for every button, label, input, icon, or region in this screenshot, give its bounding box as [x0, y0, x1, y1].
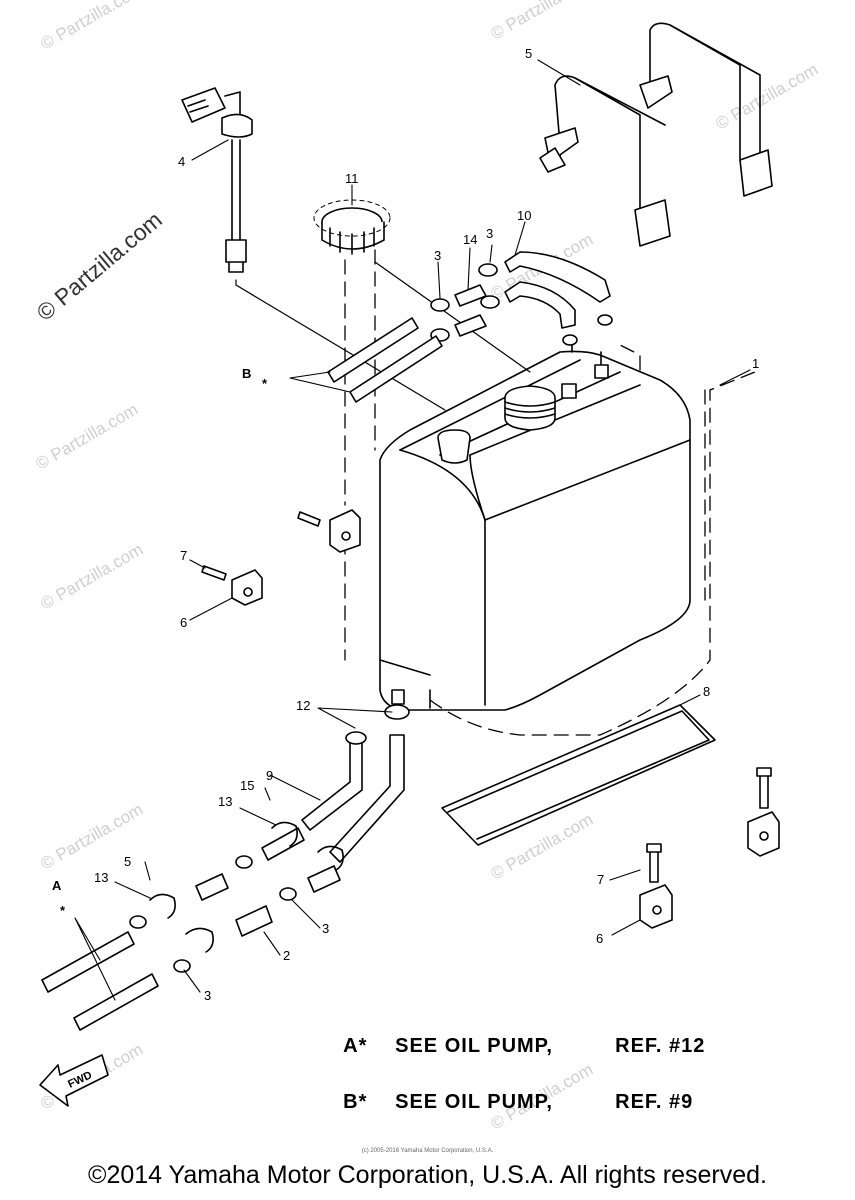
callout-6: 6 — [180, 615, 187, 630]
callout-1: 1 — [752, 356, 759, 371]
callout-2: 2 — [283, 948, 290, 963]
bracket-6-left — [201, 565, 263, 606]
b-pipes — [327, 317, 443, 403]
oil-level-gauge — [181, 87, 253, 273]
watermark-faded: © Partzilla.com — [38, 540, 147, 614]
lower-clips — [129, 821, 344, 973]
tank-mat — [441, 704, 716, 846]
callout-10: 10 — [517, 208, 531, 223]
callout-8: 8 — [703, 684, 710, 699]
callout-a: A — [52, 878, 62, 893]
note-a: A* SEE OIL PUMP, REF. #12 — [330, 1012, 705, 1058]
note-a-ref: REF. #12 — [615, 1035, 706, 1057]
filler-cap — [313, 199, 391, 255]
callout-9: 9 — [266, 768, 273, 783]
note-a-key: A* — [343, 1035, 368, 1057]
watermark-main: © Partzilla.com — [32, 206, 167, 326]
callout-14: 14 — [463, 232, 477, 247]
callout-b: B — [242, 366, 251, 381]
leader-lines — [235, 261, 531, 411]
watermark-faded: © Partzilla.com — [38, 0, 147, 53]
watermark-faded: © Partzilla.com — [713, 60, 822, 134]
callout-13: 13 — [218, 794, 232, 809]
lower-hoses — [301, 704, 410, 863]
bracket-upper — [297, 509, 361, 553]
vent-hoses — [504, 251, 611, 329]
copyright-footer: ©2014 Yamaha Motor Corporation, U.S.A. A… — [88, 1161, 767, 1189]
callout-3: 3 — [322, 921, 329, 936]
a-pipes — [41, 931, 159, 1031]
callout-7: 7 — [597, 872, 604, 887]
callout-6: 6 — [596, 931, 603, 946]
watermark-faded: © Partzilla.com — [488, 0, 597, 43]
watermark-faded: © Partzilla.com — [33, 400, 142, 474]
small-copyright: (c) 2005-2016 Yamaha Motor Corporation, … — [361, 1148, 494, 1154]
callout-5: 5 — [525, 46, 532, 61]
bracket-6-right — [639, 843, 673, 929]
callout-12: 12 — [296, 698, 310, 713]
note-b-key: B* — [343, 1091, 368, 1113]
callout-3: 3 — [434, 248, 441, 263]
callout-7: 7 — [180, 548, 187, 563]
tank-bands — [539, 22, 773, 247]
callout-4: 4 — [178, 154, 185, 169]
bracket-far-right — [747, 767, 780, 857]
fwd-arrow-icon — [39, 1054, 109, 1107]
callout-11: 11 — [345, 171, 359, 186]
callout-b-star: * — [262, 376, 268, 391]
callout-15: 15 — [240, 778, 254, 793]
note-b-text: SEE OIL PUMP, — [395, 1091, 553, 1113]
note-a-text: SEE OIL PUMP, — [395, 1035, 553, 1057]
callout-3: 3 — [204, 988, 211, 1003]
callout-numbers: 1 2 3 3 3 3 4 5 5 6 6 7 7 8 9 10 11 12 1… — [52, 46, 759, 1003]
fuel-filters — [195, 827, 341, 937]
callout-5-lower: 5 — [124, 854, 131, 869]
oil-tank — [379, 339, 691, 711]
callout-13: 13 — [94, 870, 108, 885]
callout-a-star: * — [60, 903, 66, 918]
callout-leaders — [74, 59, 751, 1001]
callout-3: 3 — [486, 226, 493, 241]
note-b-ref: REF. #9 — [615, 1091, 694, 1113]
note-b: B* SEE OIL PUMP, REF. #9 — [330, 1068, 693, 1114]
